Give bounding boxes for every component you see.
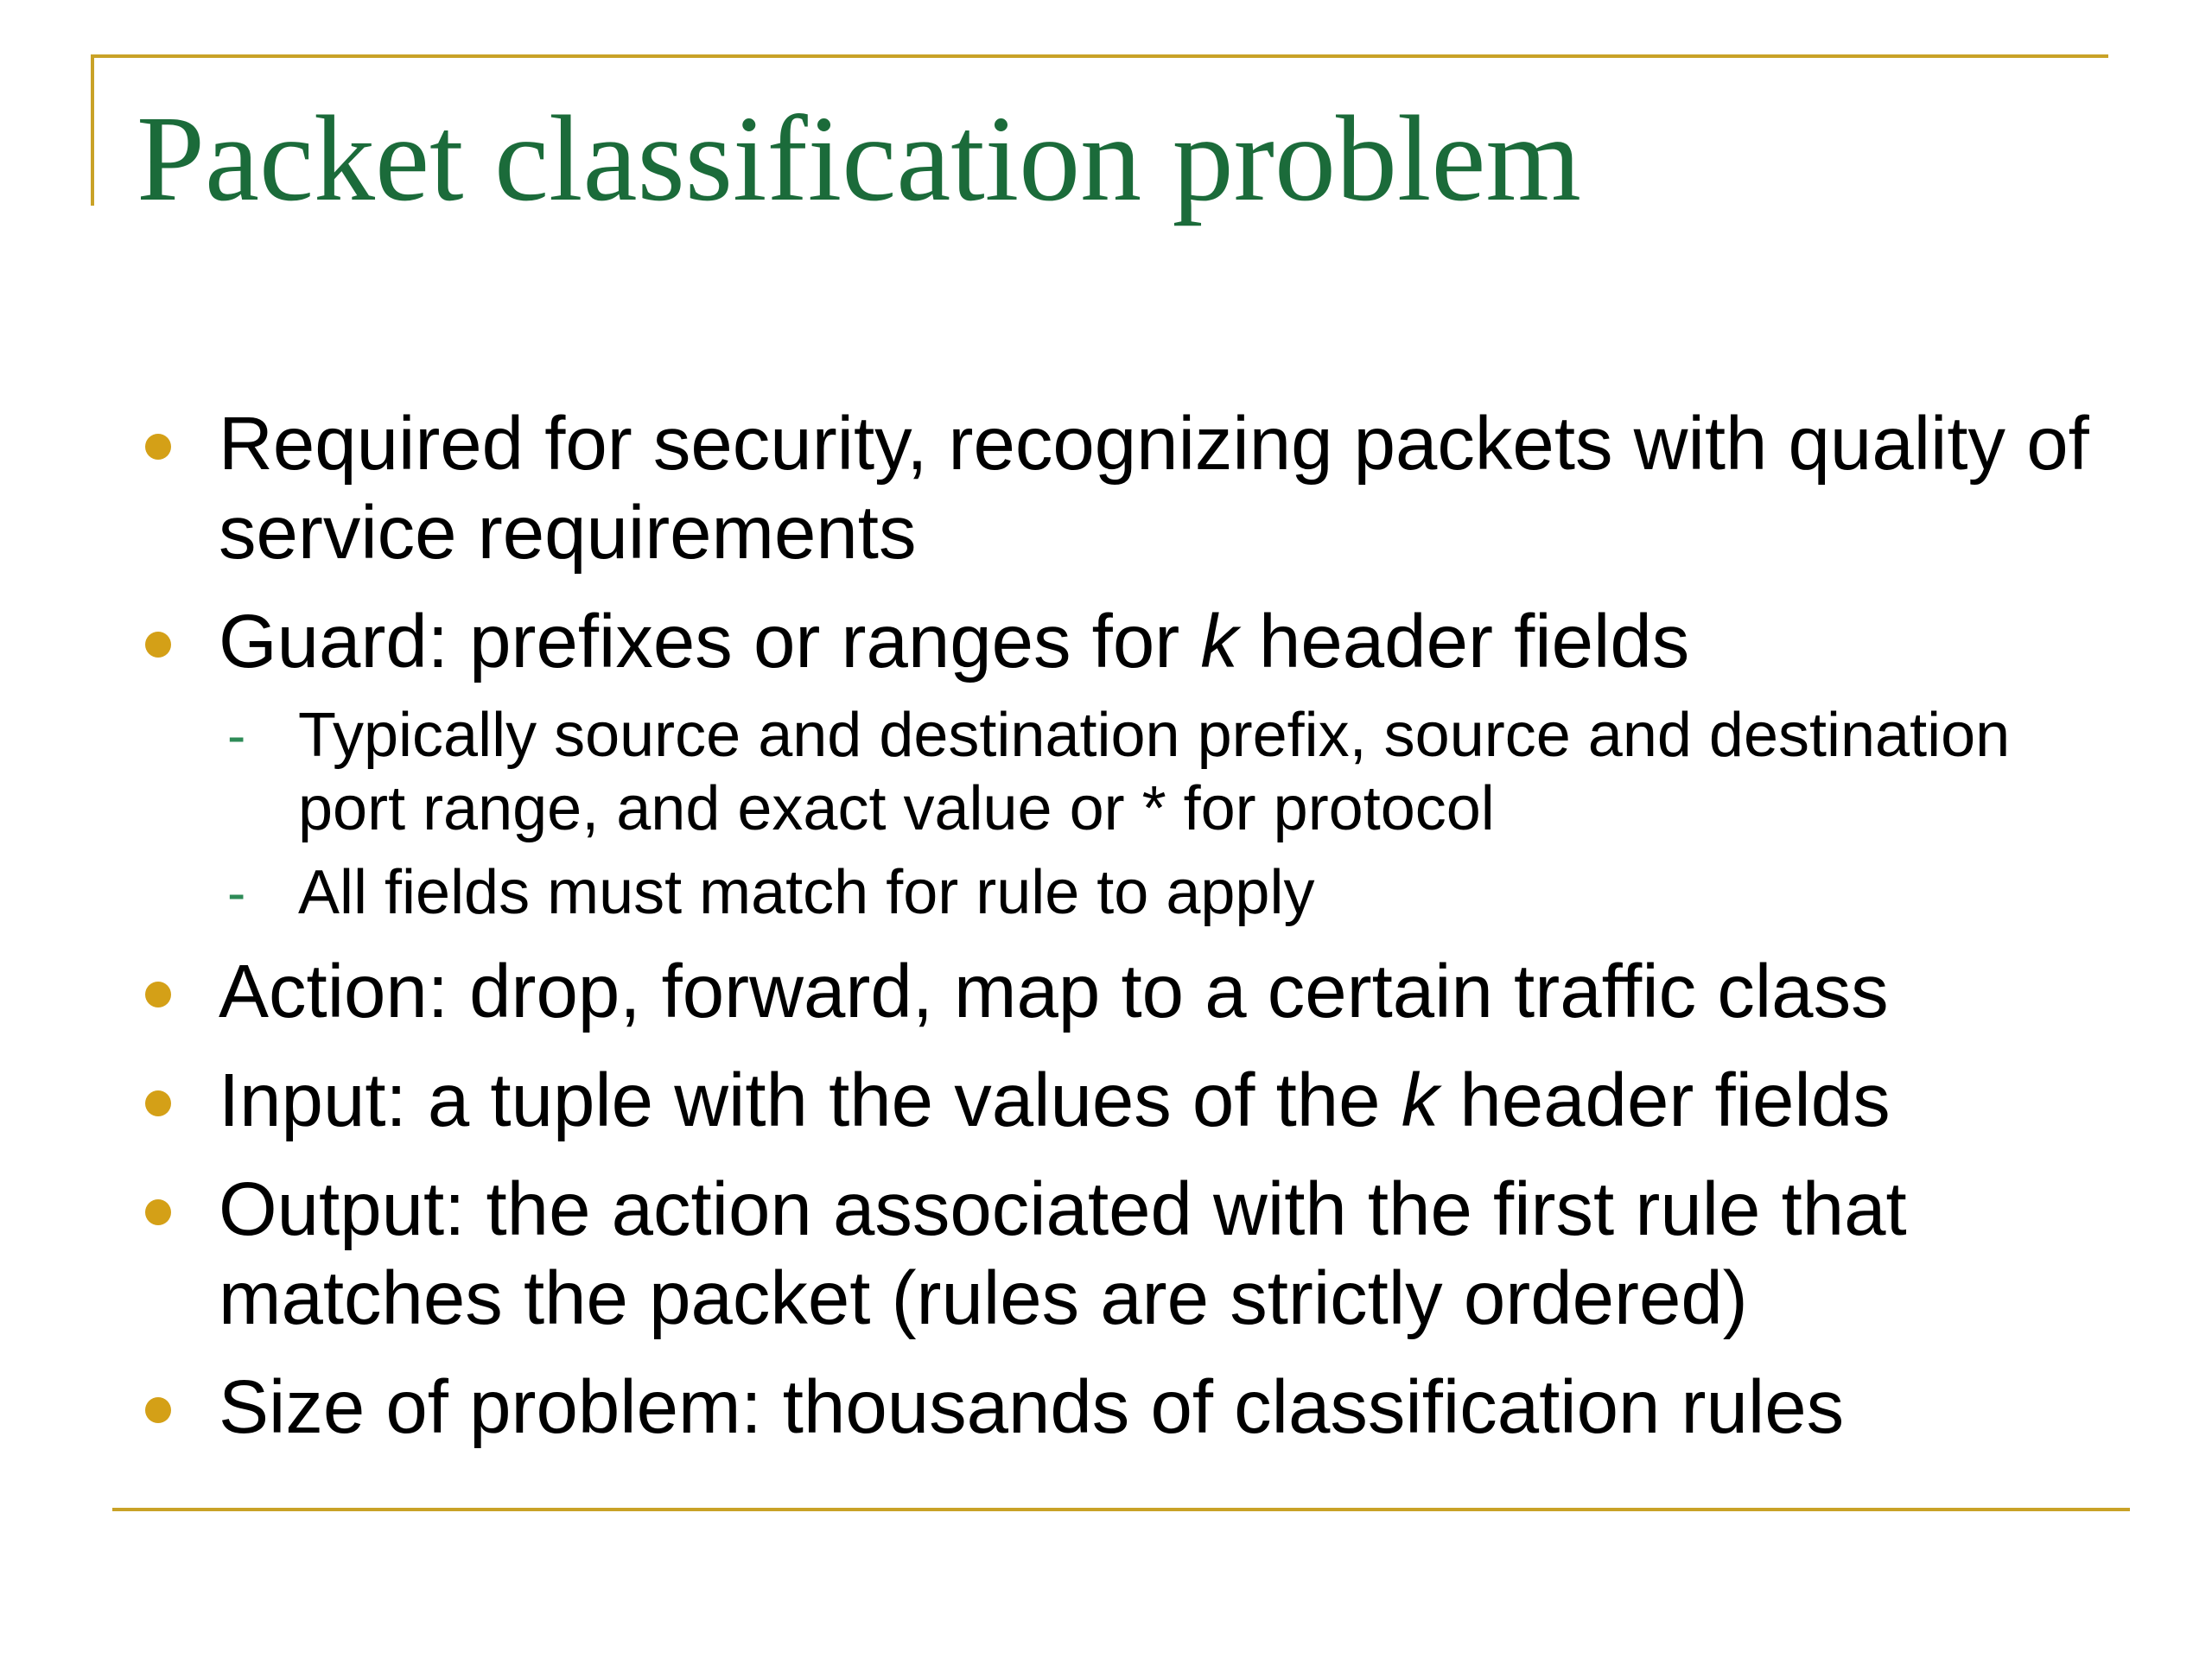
bullet-text-start: Input: a tuple with the values of the xyxy=(219,1058,1402,1142)
bullet-dot-icon xyxy=(145,632,171,658)
bullet-text-start: Guard: prefixes or ranges for xyxy=(219,600,1201,683)
bullet-dot-icon xyxy=(145,982,171,1007)
bullet-list: Required for security, recognizing packe… xyxy=(138,399,2126,1471)
footer-rule xyxy=(112,1508,2130,1511)
sub-bullet-text: All fields must match for rule to apply xyxy=(298,858,1315,927)
bullet-dot-icon xyxy=(145,1397,171,1423)
bullet-dot-icon xyxy=(145,1199,171,1225)
title-frame-left-rule xyxy=(91,54,94,206)
slide-title: Packet classification problem xyxy=(137,90,1581,226)
bullet-item: Size of problem: thousands of classifica… xyxy=(138,1363,2126,1452)
bullet-text-emphasis: k xyxy=(1200,600,1238,683)
bullet-item: Guard: prefixes or ranges for k header f… xyxy=(138,597,2126,686)
bullet-text: Output: the action associated with the f… xyxy=(219,1167,1907,1340)
sub-bullet-text: Typically source and destination prefix,… xyxy=(298,701,2011,843)
dash-icon: - xyxy=(227,704,246,766)
bullet-text: Size of problem: thousands of classifica… xyxy=(219,1365,1845,1449)
bullet-item: Required for security, recognizing packe… xyxy=(138,399,2126,577)
bullet-text: Action: drop, forward, map to a certain … xyxy=(219,950,1889,1033)
bullet-dot-icon xyxy=(145,434,171,460)
bullet-item: Input: a tuple with the values of the k … xyxy=(138,1056,2126,1145)
bullet-dot-icon xyxy=(145,1090,171,1116)
bullet-text-end: header fields xyxy=(1237,600,1690,683)
dash-icon: - xyxy=(227,861,246,924)
bullet-text-end: header fields xyxy=(1439,1058,1891,1142)
title-frame-top-rule xyxy=(91,54,2108,58)
sub-bullet-item: - All fields must match for rule to appl… xyxy=(138,856,2126,930)
bullet-item: Action: drop, forward, map to a certain … xyxy=(138,947,2126,1036)
sub-bullet-item: - Typically source and destination prefi… xyxy=(138,699,2126,846)
bullet-text-emphasis: k xyxy=(1401,1058,1440,1142)
bullet-item: Output: the action associated with the f… xyxy=(138,1165,2126,1343)
bullet-text: Required for security, recognizing packe… xyxy=(219,402,2089,575)
